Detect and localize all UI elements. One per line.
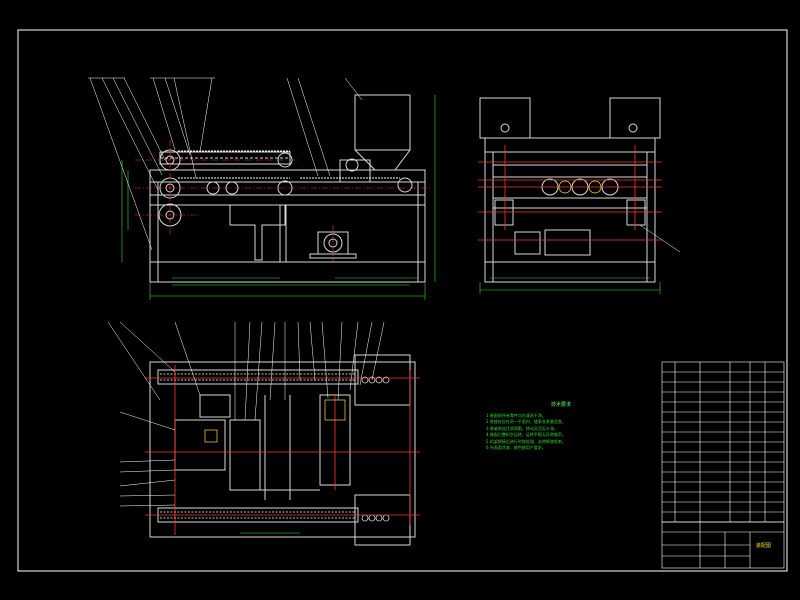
technical-requirement-line: 1.装配前所有零件均应清洗干净。 <box>486 412 546 418</box>
plan-view <box>107 321 420 546</box>
technical-requirements-title: 技术要求 <box>550 402 571 408</box>
front-view <box>88 77 436 300</box>
technical-requirement-line: 4.装配后整机空运转，运转平稳无异常噪声。 <box>486 432 566 437</box>
parts-list <box>661 361 785 523</box>
side-view <box>478 97 681 294</box>
technical-requirement-line: 3.各轴承加注润滑脂，转动灵活无卡滞。 <box>486 425 558 431</box>
sheet-border <box>17 29 788 572</box>
drawing-name: 装配图 <box>756 543 772 549</box>
technical-requirement-line: 5.机架焊接后进行时效处理，去除焊渣毛刺。 <box>486 438 566 444</box>
technical-requirement-line: 6.外表面涂漆，颜色按用户要求。 <box>486 445 546 450</box>
technical-requirements: 技术要求 1.装配前所有零件均应清洗干净。 2.各链轮应在同一平面内，链条张紧度… <box>486 402 636 452</box>
technical-requirement-line: 2.各链轮应在同一平面内，链条张紧度适宜。 <box>486 419 566 424</box>
title-block <box>661 521 785 569</box>
